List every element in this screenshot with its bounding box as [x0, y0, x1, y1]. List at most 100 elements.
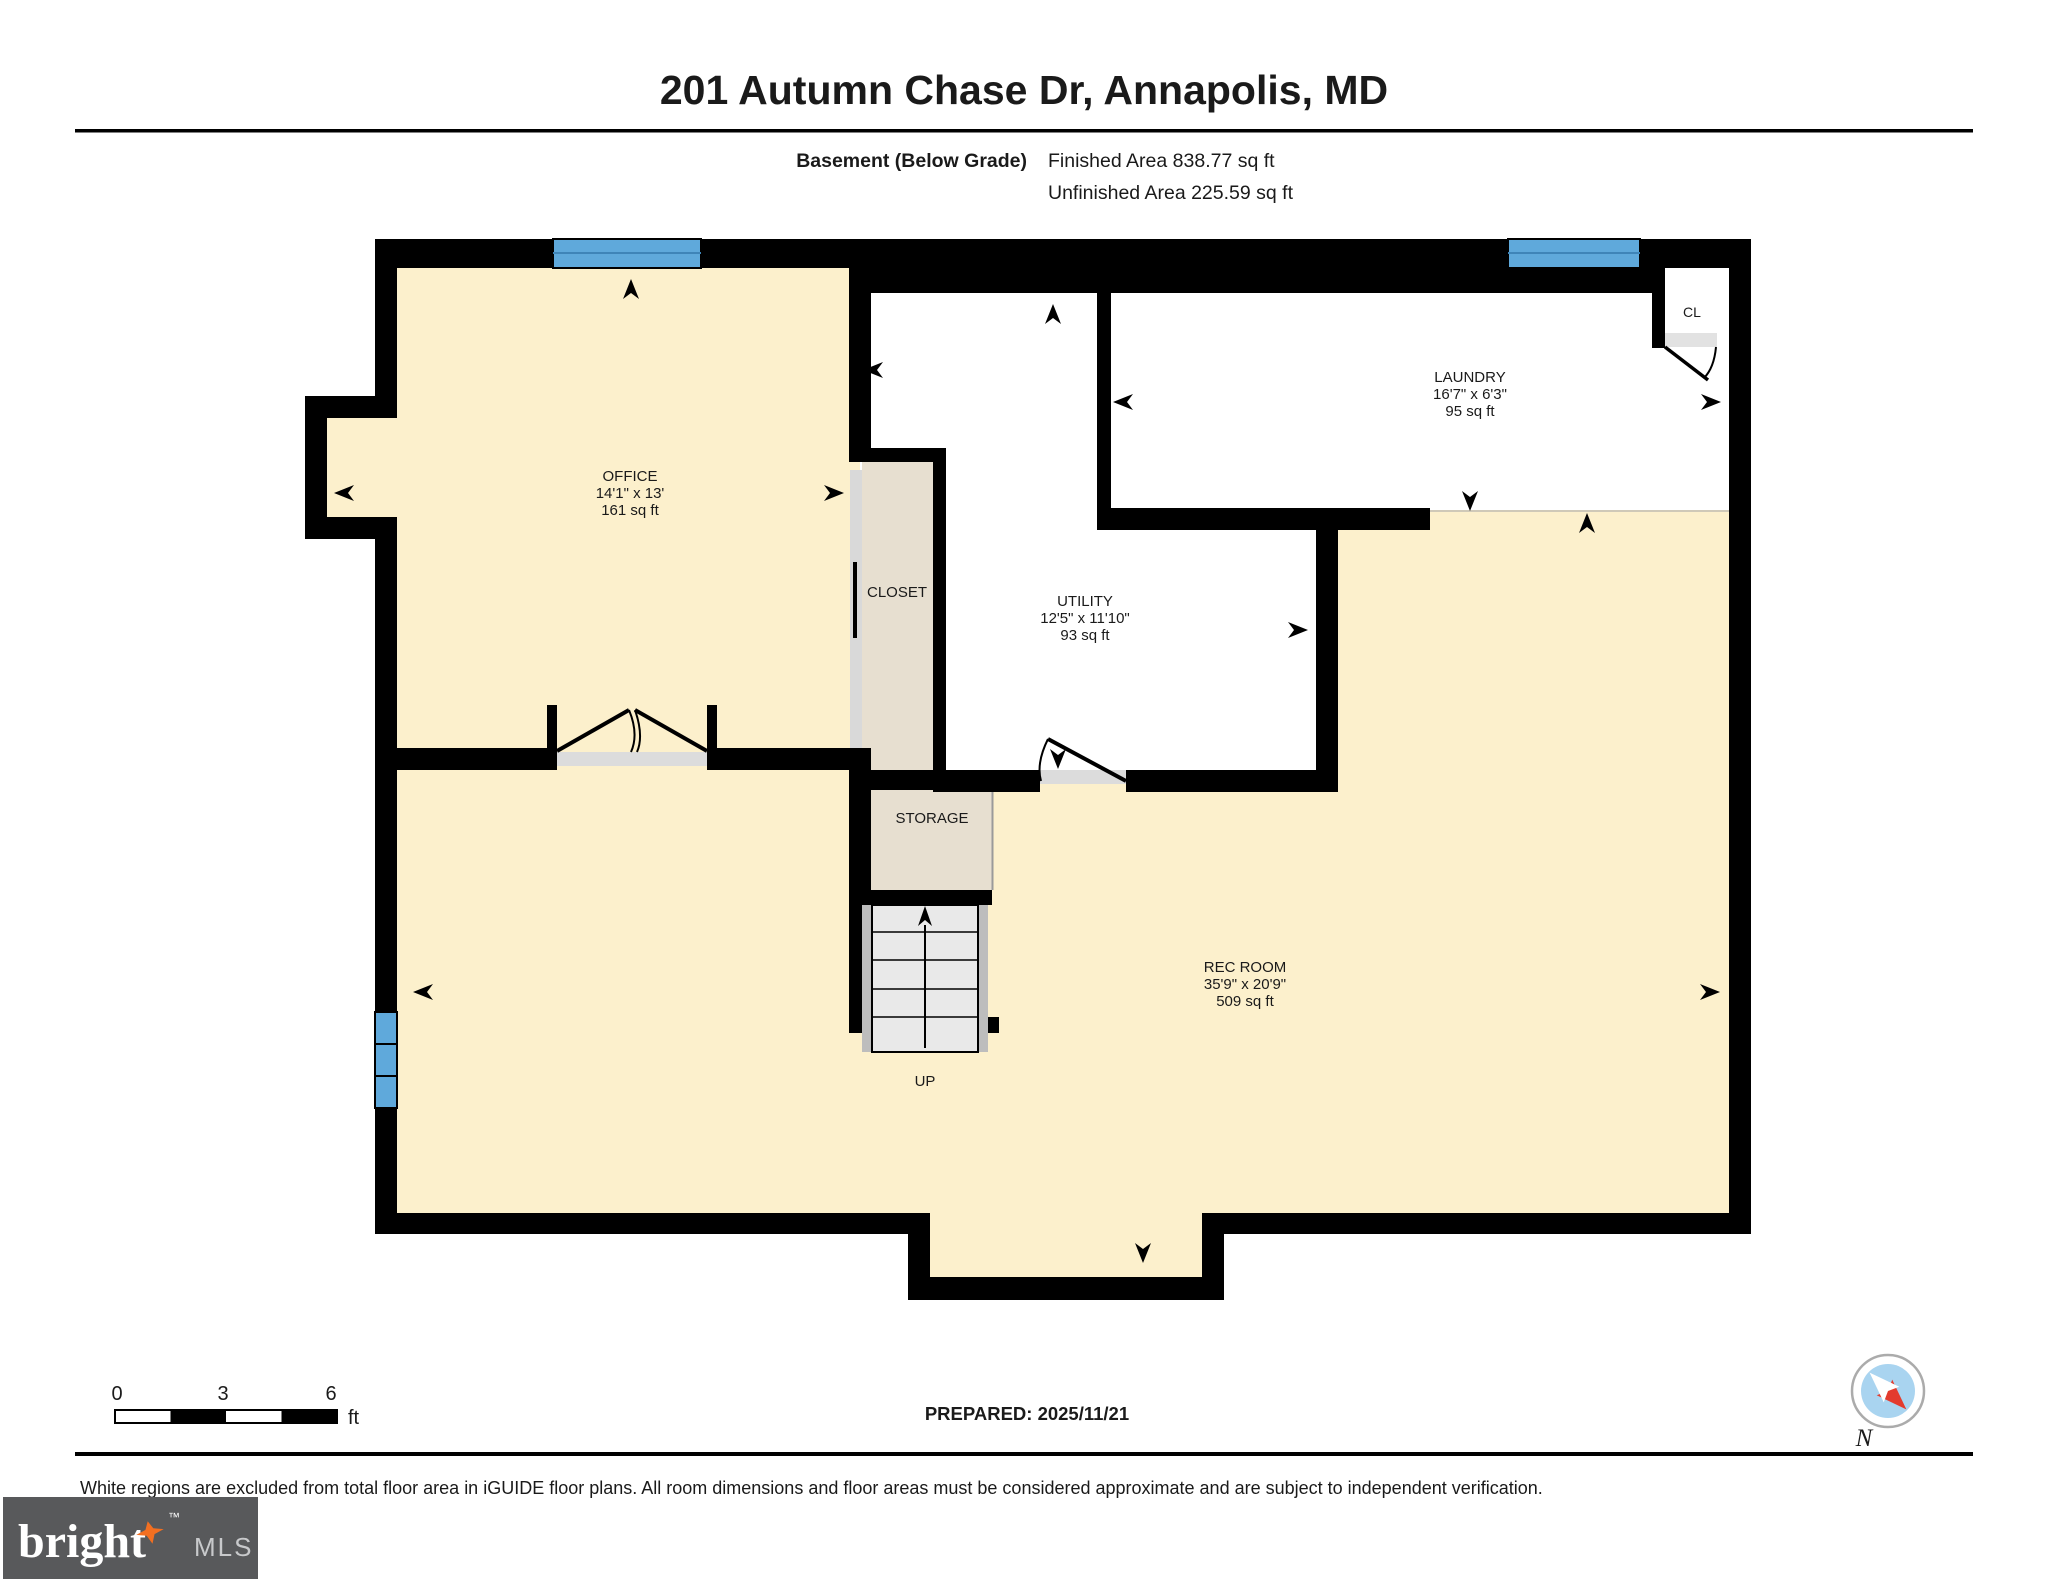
wall: [933, 462, 946, 770]
door-arrow-icon: [1700, 984, 1720, 1000]
footer: 0 3 6 ft PREPARED: 2025/11/21 N White re…: [75, 1353, 1973, 1498]
door-swing-arc: [628, 709, 636, 753]
disclaimer-text: White regions are excluded from total fl…: [80, 1478, 1543, 1498]
window-icon: [374, 1011, 398, 1109]
page-title: 201 Autumn Chase Dr, Annapolis, MD: [660, 67, 1388, 113]
stair-rail: [978, 905, 988, 1052]
closet-floor: [862, 462, 933, 770]
footer-divider: [75, 1452, 1973, 1456]
door-arrow-icon: [1462, 491, 1478, 511]
scale-bar-segment: [170, 1410, 226, 1423]
wall: [305, 517, 397, 539]
logo-trademark: ™: [168, 1510, 180, 1524]
office-floor: [397, 268, 860, 770]
wall: [305, 396, 327, 539]
wall: [1729, 239, 1751, 1234]
wall: [933, 770, 1040, 792]
room-name: CLOSET: [867, 584, 927, 601]
scale-tick-label: 0: [111, 1383, 122, 1405]
door-arrow-icon: [1045, 304, 1061, 324]
door-arrow-icon: [1050, 749, 1066, 769]
door-arrow-icon: [1135, 1243, 1151, 1263]
logo-wordmark: bright: [18, 1515, 146, 1568]
logo-background: [3, 1497, 258, 1579]
stair-rail: [862, 905, 872, 1052]
north-label: N: [1855, 1425, 1874, 1452]
door-swing-arc: [1703, 346, 1717, 379]
room-name: CL: [1683, 304, 1701, 320]
room-dims: 14'1" x 13': [596, 485, 665, 502]
wall: [1126, 770, 1338, 792]
wall: [707, 748, 871, 770]
prepared-date: PREPARED: 2025/11/21: [925, 1403, 1129, 1424]
rec-room-bump-floor: [930, 1213, 1202, 1279]
office-alcove-floor: [327, 418, 408, 517]
door-jamb: [707, 705, 717, 770]
room-name: OFFICE: [603, 468, 658, 485]
wall: [375, 1213, 930, 1234]
wall: [857, 890, 992, 905]
room-name: LAUNDRY: [1434, 369, 1505, 386]
doors: [556, 333, 1717, 784]
room-name: STORAGE: [895, 810, 968, 827]
wall: [1316, 508, 1338, 792]
wall: [397, 748, 557, 770]
door-jamb: [547, 705, 557, 770]
room-area: 95 sq ft: [1445, 403, 1495, 420]
scale-unit-label: ft: [348, 1407, 360, 1429]
staircase: [862, 904, 988, 1053]
door-arrow-icon: [863, 362, 883, 378]
scale-tick-label: 6: [325, 1383, 336, 1405]
wall: [849, 448, 946, 462]
room-area: 93 sq ft: [1060, 627, 1110, 644]
wall: [908, 1277, 1224, 1300]
door-swing-arc: [634, 709, 641, 753]
compass: N: [1850, 1353, 1926, 1452]
header-divider: [75, 129, 1973, 133]
wall: [305, 396, 397, 418]
door-arrow-icon: [413, 984, 433, 1000]
room-dims: 16'7" x 6'3": [1433, 386, 1507, 403]
door-arrow-icon: [623, 279, 639, 299]
room-labels: OFFICE 14'1" x 13' 161 sq ft LAUNDRY 16'…: [596, 304, 1701, 1090]
double-door-panel: [634, 708, 708, 753]
stair-up-arrow-icon: [918, 906, 932, 926]
logo-star-shape: [136, 1521, 164, 1544]
door-sill: [1665, 333, 1717, 347]
door-arrow-icon: [1288, 622, 1308, 638]
unfinished-area-label: Unfinished Area 225.59 sq ft: [1048, 182, 1294, 204]
wall: [1097, 268, 1111, 530]
door-arrow-icon: [1579, 513, 1595, 533]
compass-needle-icon: [1869, 1372, 1907, 1410]
entry-arrows: [334, 279, 1721, 1263]
wall: [375, 517, 397, 1234]
room-dims: 12'5" x 11'10": [1040, 610, 1130, 627]
double-door-panel: [556, 708, 630, 753]
scale-bar-segment: [281, 1410, 337, 1423]
wall: [1202, 1213, 1751, 1234]
room-area: 509 sq ft: [1216, 993, 1274, 1010]
door-arrow-icon: [1701, 394, 1721, 410]
door-arrow-icon: [1113, 394, 1133, 410]
bright-mls-logo: bright ™ MLS: [3, 1497, 258, 1579]
room-name: REC ROOM: [1204, 959, 1287, 976]
door-panel: [1663, 345, 1710, 382]
door-arrow-icon: [824, 485, 844, 501]
logo-mls-label: MLS: [194, 1532, 253, 1562]
rec-room-notch-floor: [1338, 510, 1729, 772]
header: 201 Autumn Chase Dr, Annapolis, MD Basem…: [75, 67, 1973, 204]
room-dims: 35'9" x 20'9": [1204, 976, 1286, 993]
finished-area-label: Finished Area 838.77 sq ft: [1048, 150, 1275, 172]
wall: [1652, 268, 1665, 348]
door-swing-arc: [1038, 738, 1049, 782]
rec-room-floor: [397, 770, 1729, 1213]
scale-tick-label: 3: [217, 1383, 228, 1405]
compass-needle-red: [1876, 1379, 1907, 1410]
wall: [849, 268, 1652, 293]
sliding-door-overlap: [853, 562, 857, 638]
windows: [374, 238, 1641, 1109]
wall: [849, 770, 946, 790]
logo-star-icon: [136, 1521, 164, 1544]
